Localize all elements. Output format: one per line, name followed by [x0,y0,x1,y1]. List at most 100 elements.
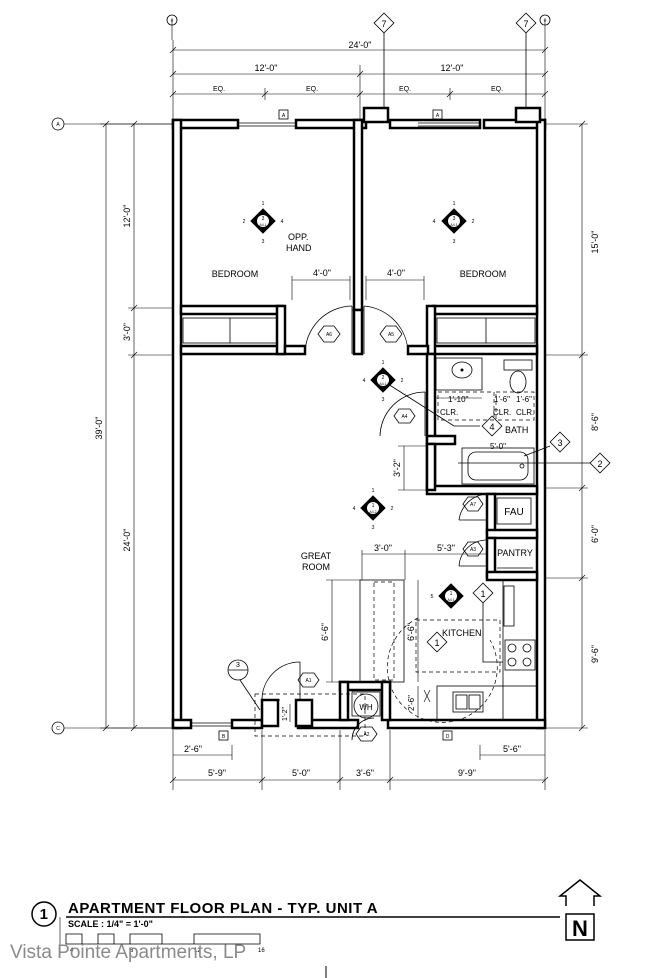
dim-door-right: 4'-0" [387,268,405,278]
elev-left-4: 4 [281,219,284,225]
grid-marker-1 [166,14,178,26]
door-tag-a4-label: A4 [401,414,407,420]
door-tag-a3: A3 [462,541,484,557]
door-tag-a4: A4 [393,408,416,424]
dim-left-total: 39'-0" [94,417,104,440]
scale-bar-4: 4 [70,948,74,954]
bottom-dimensions [169,730,549,790]
keynote-7-right: 7 [515,12,537,108]
keynote-3-label: 3 [557,438,562,448]
keynote-1-lower-label: 1 [434,638,439,648]
dim-kitchen-w1: 3'-0" [374,543,392,553]
grid-bubble-c-label: C [56,726,60,732]
keynote-3: 3 [523,431,571,457]
dim-top-total: 24'-0" [349,40,372,50]
elev-hall-3: 3 [382,397,385,403]
elev-kitchen-sheet: A4.1 [447,598,454,602]
bath-core [425,352,539,496]
elevation-marker-great-room: 1 A4.2 1 4 2 3 [353,488,394,531]
scale-bar-12: 12 [194,948,201,954]
room-label-room: ROOM [302,562,330,572]
dim-top-left: 12'-0" [255,63,278,73]
elevation-marker-bedroom-right: 3 A4.1 1 4 2 3 [433,201,475,245]
elev-great-2: 2 [391,506,394,512]
dim-right-kitchen: 9'-6" [590,645,600,663]
dim-kitchen-w2: 5'-3" [437,543,455,553]
elev-left-num: 3 [262,216,265,222]
elev-great-3: 3 [372,525,375,531]
bath-door-swing [379,391,426,437]
door-tag-a6: A6 [317,325,341,343]
dim-kitchen-depth: 6'-6" [406,623,416,641]
dim-entry: 1'-2" [282,707,289,721]
elev-great-1: 1 [372,488,375,494]
room-label-pantry: PANTRY [497,548,533,558]
elev-right-1: 1 [453,201,456,207]
top-dimensions [169,20,549,122]
dim-right-bath: 8'-6" [590,413,600,431]
dim-top-right: 12'-0" [441,63,464,73]
detail-marker-3: 3 [227,659,261,711]
label-wh: WH [359,703,373,712]
dim-bottom-d: 9'-9" [458,768,476,778]
dim-eq-2: EQ. [306,86,318,93]
pantry [458,536,539,582]
room-label-bedroom-right: BEDROOM [460,269,507,279]
elev-hall-sheet: A4.1 [379,382,386,386]
north-label: N [572,916,588,941]
room-label-fau: FAU [504,507,523,518]
keynote-4: 4 [454,415,503,437]
elev-right-2: 2 [472,219,475,225]
elev-great-sheet: A4.2 [369,510,376,514]
room-label-great: GREAT [301,551,332,561]
elev-left-1: 1 [262,201,265,207]
grid-marker-2 [539,14,551,26]
title-block: 1 APARTMENT FLOOR PLAN - TYP. UNIT A SCA… [31,900,560,955]
dim-clr-3: 1'-6" [516,395,532,404]
window-tag-a-left [278,109,289,120]
north-arrow-icon: N [557,879,603,941]
door-tag-a7-label: A7 [470,502,476,508]
keynote-4-label: 4 [489,422,494,432]
dim-eq-1: EQ. [213,86,225,93]
dim-eq-4: EQ. [491,86,503,93]
door-tag-a2-label: A2 [363,732,369,738]
dim-left-bedroom: 12'-0" [122,205,132,228]
keynote-2: 2 [458,452,611,474]
elev-kitchen-num: 1 [450,591,453,597]
dim-clr-1: 1'-10" [448,395,469,404]
elev-hall-num: 2 [382,375,385,381]
dim-hall: 3'-2" [392,459,402,477]
door-tag-a6-label: A6 [326,332,332,338]
window-tag-b-label: B [222,734,226,740]
elev-great-num: 1 [372,503,375,509]
left-dimensions [100,120,180,732]
elev-left-sheet: A4.1 [259,223,266,227]
dim-clr-2: 1'-6" [494,395,510,404]
keynote-2-label: 2 [597,459,602,469]
door-tag-a5-label: A5 [388,332,394,338]
keynote-1-upper: 1 [472,582,503,663]
elev-right-sheet: A4.1 [450,223,457,227]
elev-right-num: 3 [453,216,456,222]
elev-left-2: 2 [243,219,246,225]
dim-left-closet: 3'-0" [122,323,132,341]
dim-door-left: 4'-0" [313,268,331,278]
door-tag-a7: A7 [462,496,484,512]
elev-left-3: 3 [262,239,265,245]
elevation-marker-bedroom-left: 3 A4.1 1 2 4 3 [243,201,284,245]
keynote-1-upper-label: 1 [480,589,485,599]
window-tag-a-left-label: A [282,113,286,119]
scale-bar: 4 8 12 16 [65,933,265,954]
dim-bottom-2: 5'-6" [503,744,521,754]
grid-bubble-a-label: A [56,122,60,128]
elev-right-3: 3 [453,239,456,245]
fau-closet [458,492,539,540]
clr-label-2: CLR. [493,408,511,417]
dim-bottom-1: 2'-6" [184,744,202,754]
elev-right-4: 4 [433,219,436,225]
label-hand: HAND [286,243,312,253]
room-label-bath: BATH [505,425,528,435]
elevation-marker-kitchen: 1 A4.1 5 [431,583,464,609]
